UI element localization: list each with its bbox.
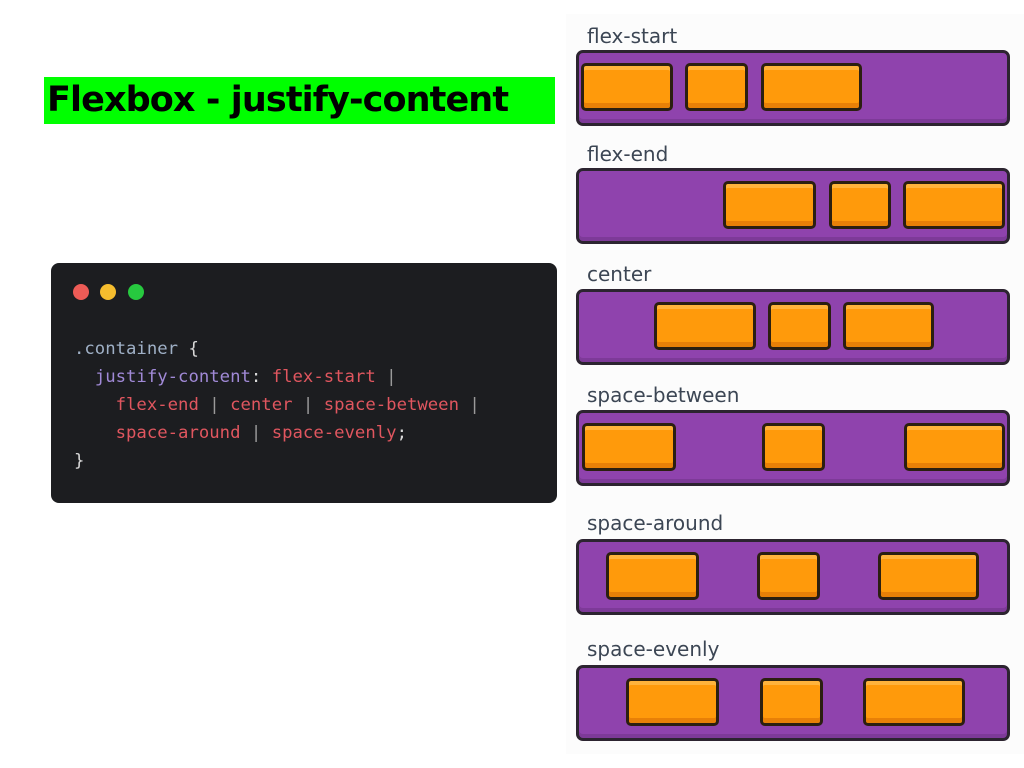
space-evenly-box-1 [626,678,719,726]
flex-end-box-1 [723,181,816,229]
page-title: Flexbox - justify-content [44,77,555,124]
code-token-sel: .container [74,339,179,359]
center-box-2 [768,302,831,350]
space-between-box-3 [904,423,1005,471]
yellow-dot [100,284,116,300]
code-token-val: space-evenly [271,423,397,443]
code-line: .container { [74,339,199,359]
space-evenly-box-3 [863,678,965,726]
code-token-punc [74,395,116,415]
code-token-prop: justify-content [94,367,251,387]
space-evenly-box-2 [760,678,823,726]
code-token-sep: | [459,395,480,415]
red-dot [73,284,89,300]
code-token-val: space-between [323,395,459,415]
code-token-sep: | [375,367,397,387]
code-token-punc: ; [396,423,407,443]
code-token-sep: | [240,423,272,443]
flex-start-label: flex-start [587,24,678,48]
code-token-val: center [230,395,293,415]
space-between-label: space-between [587,383,740,407]
center-box-3 [843,302,934,350]
space-around-box-1 [606,552,699,600]
code-window [51,263,557,503]
code-token-punc [74,367,95,387]
flex-start-box-1 [581,63,673,111]
code-line: flex-end | center | space-between | [74,395,480,415]
code-token-punc: } [74,451,85,471]
code-line: } [74,451,84,471]
flex-end-label: flex-end [587,142,669,166]
code-token-val: flex-end [115,395,199,415]
css-code-block: .container { justify-content: flex-start… [74,335,480,475]
code-token-punc: : [250,367,272,387]
space-between-box-1 [582,423,676,471]
green-dot [128,284,144,300]
flex-start-box-2 [685,63,748,111]
center-box-1 [654,302,756,350]
space-around-label: space-around [587,511,724,535]
center-label: center [587,262,652,286]
code-token-sep: | [198,395,231,415]
space-evenly-label: space-evenly [587,637,720,661]
space-around-box-3 [878,552,979,600]
code-token-punc [74,423,116,443]
space-between-box-2 [762,423,825,471]
code-line: space-around | space-evenly; [74,423,407,443]
code-token-sep: | [292,395,324,415]
code-token-punc: { [178,339,199,359]
code-token-val: flex-start [271,367,376,387]
code-line: justify-content: flex-start | [74,367,397,387]
flex-end-box-3 [903,181,1005,229]
justify-content-diagram [566,14,1024,754]
space-around-box-2 [757,552,820,600]
flex-start-box-3 [761,63,862,111]
flex-end-box-2 [829,181,891,229]
code-token-val: space-around [115,423,241,443]
